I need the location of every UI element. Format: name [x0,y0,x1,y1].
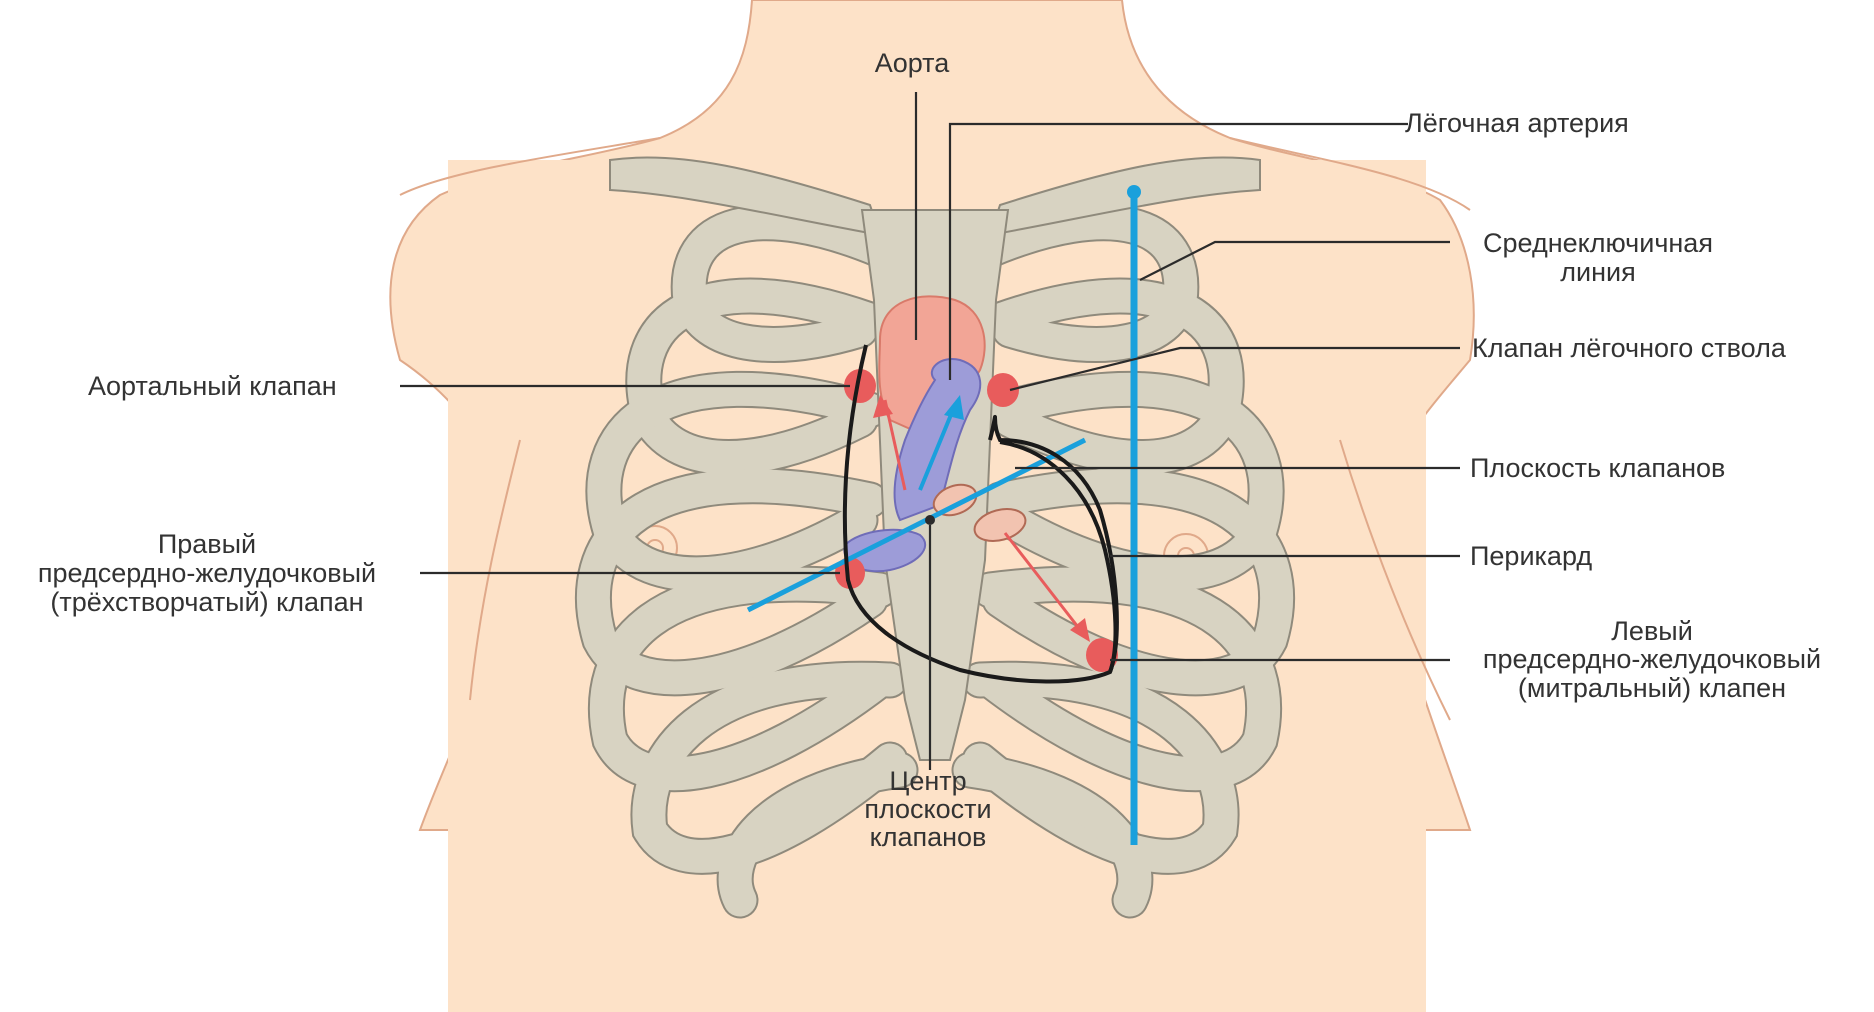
label-center-2: плоскости [864,794,991,824]
label-center-3: клапанов [870,822,987,852]
label-mitral-2: предсердно-желудочковый [1483,644,1821,674]
label-valve-plane: Плоскость клапанов [1470,453,1725,483]
label-aortic-valve: Аортальный клапан [88,371,337,401]
label-midclavicular-1: Среднеключичная [1483,228,1713,258]
label-pulmonary-valve: Клапан лёгочного ствола [1472,333,1787,363]
valve-plane-center-dot [925,515,935,525]
label-pulmonary-artery: Лёгочная артерия [1405,108,1629,138]
label-tricuspid-1: Правый [158,529,256,559]
label-pericardium: Перикард [1470,541,1592,571]
label-tricuspid-2: предсердно-желудочковый [38,558,376,588]
label-center-1: Центр [889,766,966,796]
label-mitral-1: Левый [1611,616,1693,646]
label-midclavicular-2: линия [1560,257,1635,287]
label-mitral-3: (митральный) клапен [1518,673,1786,703]
midclavicular-line-top-dot [1127,185,1141,199]
label-tricuspid-3: (трёхстворчатый) клапан [50,587,363,617]
label-aorta: Аорта [875,48,951,78]
